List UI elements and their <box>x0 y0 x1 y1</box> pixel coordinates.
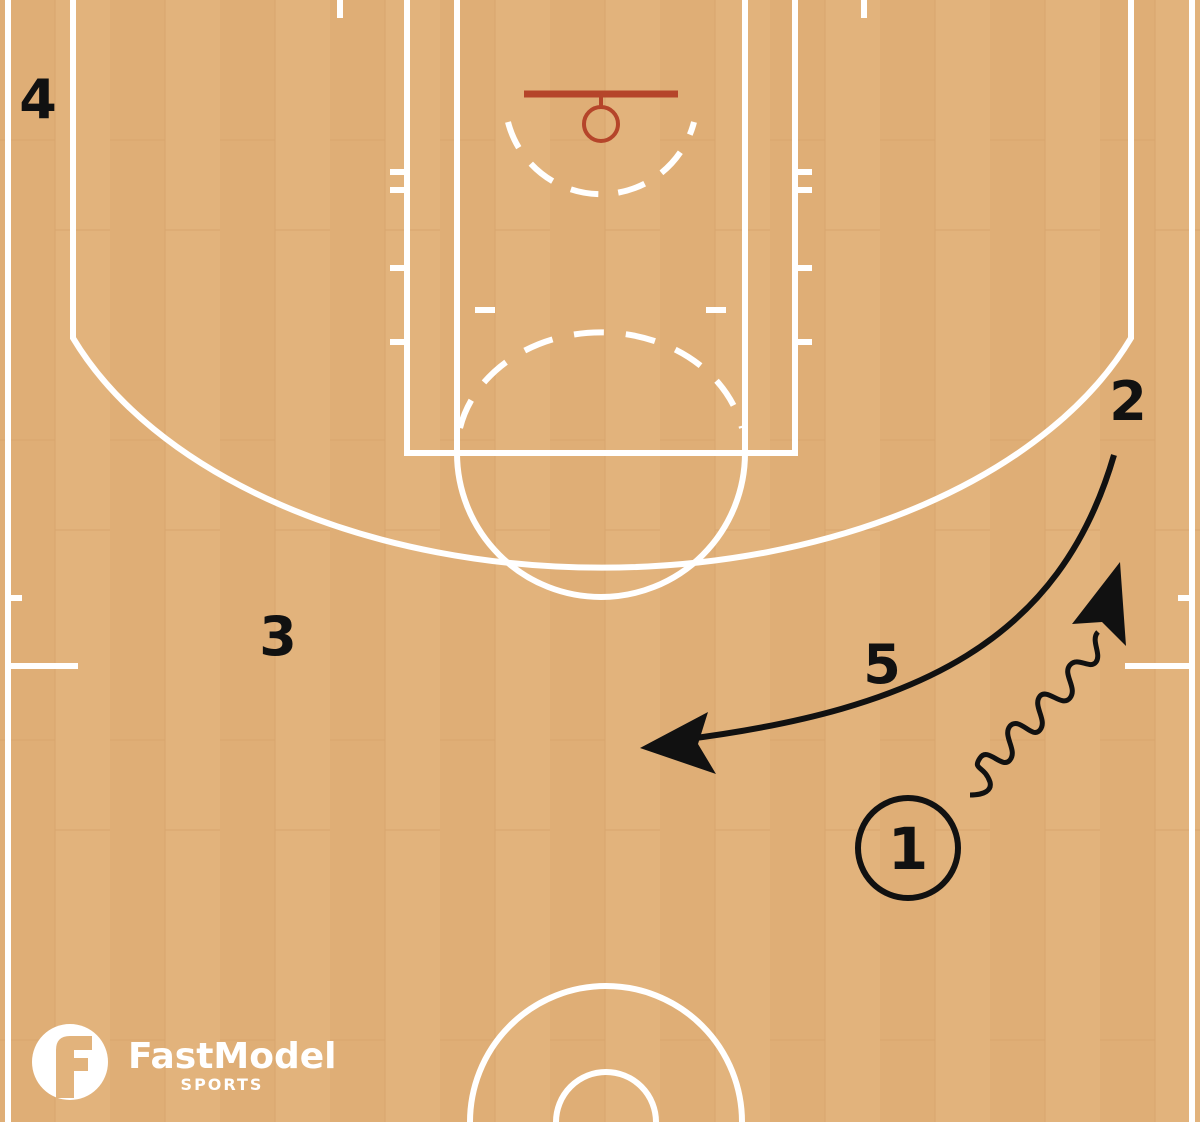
restricted-area-arc <box>505 121 697 198</box>
dribble-arrowhead <box>1072 562 1126 646</box>
player-2-label: 2 <box>1109 370 1147 433</box>
lane-outer <box>404 0 798 456</box>
play-actions <box>640 454 1126 798</box>
cut-path-player-2 <box>679 454 1117 743</box>
rim <box>582 105 620 143</box>
dribble-path-player-1 <box>969 630 1101 798</box>
player-3-label: 3 <box>259 605 297 668</box>
brand-logo: FastModel SPORTS <box>32 1024 337 1100</box>
players: 4 2 3 5 1 <box>19 68 1147 901</box>
player-1-label: 1 <box>888 815 928 883</box>
player-1-ball-circle <box>855 795 961 901</box>
brand-name: FastModel <box>128 1036 337 1077</box>
center-circle <box>467 983 745 1122</box>
center-circle-inner <box>553 1069 659 1122</box>
cut-arrowhead <box>640 712 716 774</box>
free-throw-dashed-arc <box>457 329 745 429</box>
fastmodel-f-logo-icon <box>32 1024 108 1100</box>
three-point-line <box>70 0 1134 571</box>
player-5-label: 5 <box>863 633 901 696</box>
player-4-label: 4 <box>19 68 57 131</box>
basket <box>524 90 678 143</box>
court-lines <box>5 0 1195 1122</box>
brand-sub: SPORTS <box>181 1075 264 1094</box>
free-throw-circle <box>454 452 748 600</box>
